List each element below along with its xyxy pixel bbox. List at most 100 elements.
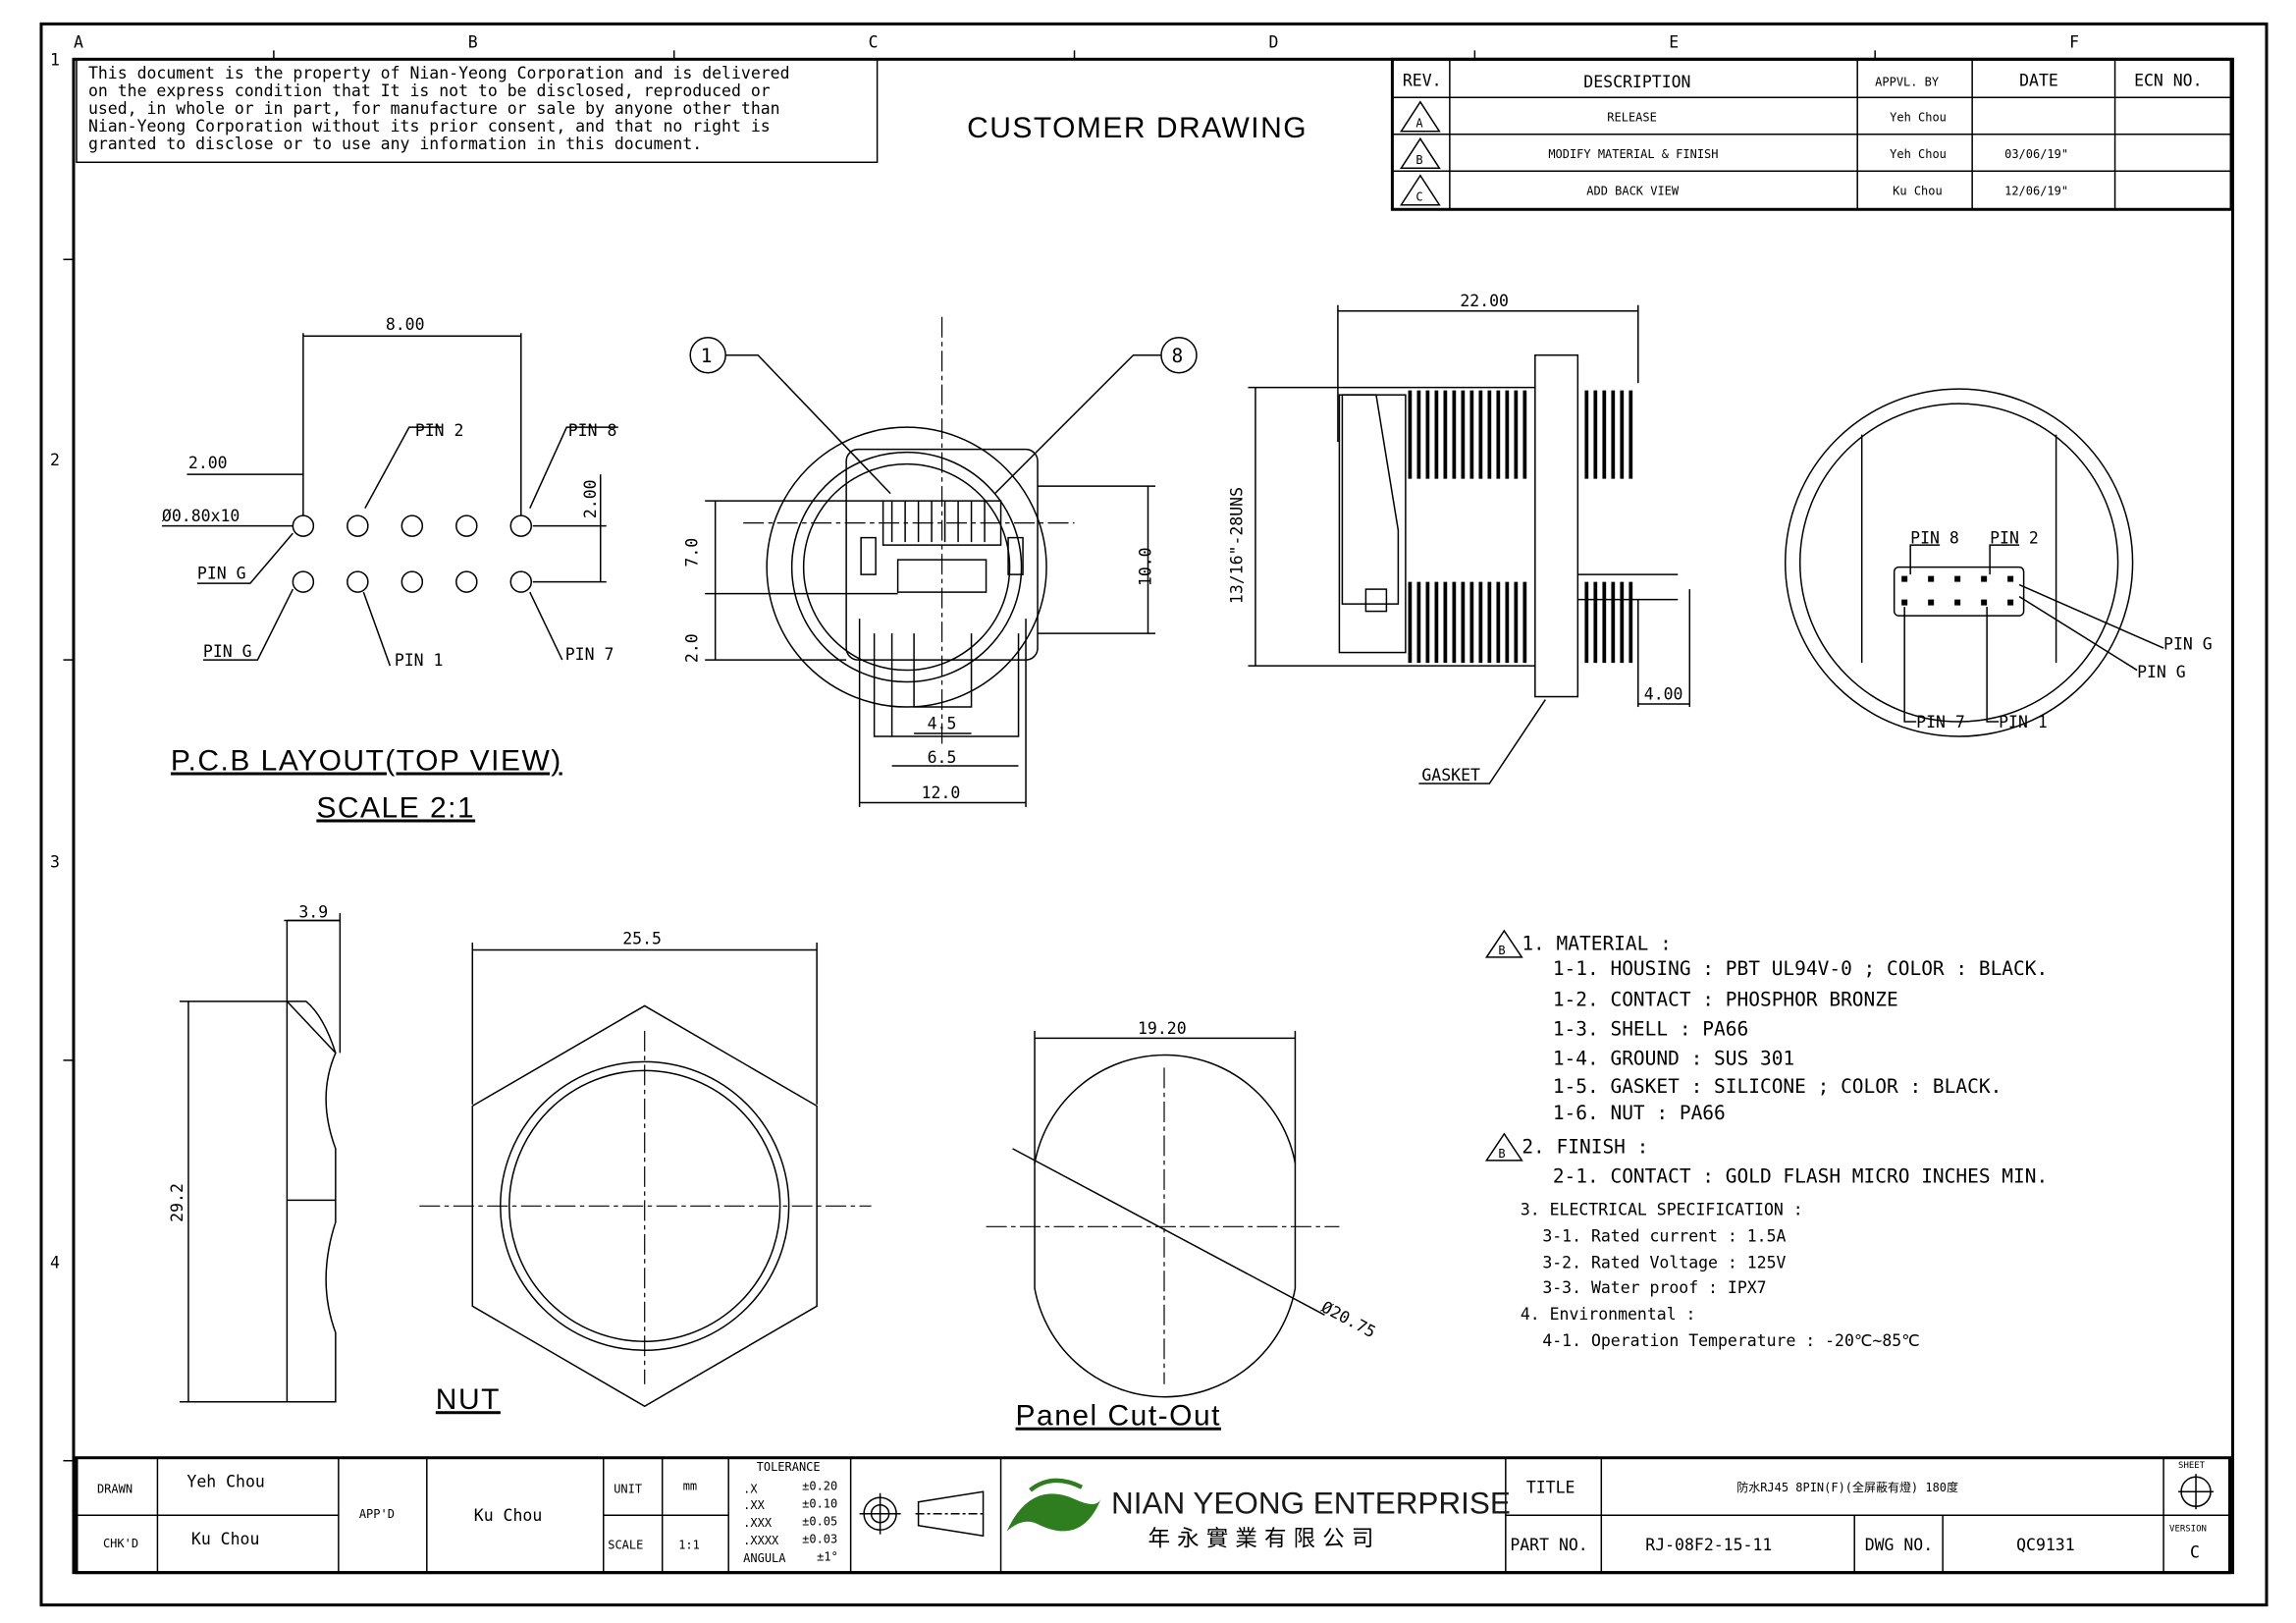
dim-nut-thickness: 3.9 <box>298 902 328 921</box>
rev-marker: B <box>1498 944 1505 957</box>
label-pin8: PIN 8 <box>568 421 617 440</box>
notice-line: Nian-Yeong Corporation without its prior… <box>88 117 771 135</box>
part-no-label: PART NO. <box>1510 1536 1587 1554</box>
back-label-pin8: PIN 8 <box>1910 529 1959 548</box>
dim-pcb-width: 8.00 <box>386 315 425 334</box>
dim-pcb-offset: 2.00 <box>188 454 228 472</box>
dim-pin-length: 4.00 <box>1644 685 1683 704</box>
date-header: DATE <box>2019 71 2058 89</box>
tolerance-key: .XX <box>743 1498 765 1512</box>
pcb-view-title: P.C.B LAYOUT(TOP VIEW) <box>171 745 562 778</box>
rev-date: 03/06/19" <box>2004 147 2068 161</box>
drawing-title: 防水RJ45 8PIN(F)(全屏蔽有燈) 180度 <box>1736 1480 1958 1494</box>
tolerance-key: .XXX <box>743 1516 773 1530</box>
dim-4-5: 4.5 <box>928 715 957 733</box>
dwg-no: QC9131 <box>2016 1536 2075 1554</box>
company-name-chinese: 年 永 實 業 有 限 公 司 <box>1148 1527 1373 1552</box>
part-no: RJ-08F2-15-11 <box>1645 1536 1772 1554</box>
notes: B 1. MATERIAL : 1-1. HOUSING : PBT UL94V… <box>1484 929 2048 1350</box>
zone-col-d: D <box>1268 32 1278 51</box>
rev-approved-by: Ku Chou <box>1893 184 1943 197</box>
title-block: DRAWN Yeh Chou CHK'D Ku Chou APP'D Ku Ch… <box>75 1456 2232 1575</box>
front-view: 1 8 7.0 2.0 10.0 4.5 6.5 12.0 <box>683 316 1198 808</box>
dim-10: 10.0 <box>1136 547 1154 586</box>
notice-line: This document is the property of Nian-Ye… <box>88 64 790 82</box>
material-title: 1. MATERIAL : <box>1522 932 1671 954</box>
sheet-crosshair-icon <box>2178 1474 2215 1510</box>
sheet-label: SHEET <box>2178 1461 2206 1471</box>
back-label-pin2: PIN 2 <box>1990 529 2039 548</box>
pcb-view-scale: SCALE 2:1 <box>316 791 475 824</box>
dim-7: 7.0 <box>683 538 702 568</box>
notice-line: used, in whole or in part, for manufactu… <box>88 99 780 118</box>
revision-row: A RELEASE Yeh Chou <box>1400 100 1947 133</box>
version-label: VERSION <box>2169 1525 2207 1535</box>
material-item: 1-2. CONTACT : PHOSPHOR BRONZE <box>1553 988 1898 1010</box>
dwg-no-label: DWG NO. <box>1865 1536 1933 1554</box>
pcb-hole-spec: Ø0.80x10 <box>162 507 240 525</box>
back-label-pin7: PIN 7 <box>1916 713 1965 731</box>
back-label-pin-g: PIN G <box>2137 663 2186 681</box>
rev-letter: C <box>1415 189 1422 203</box>
side-view: 22.00 13/16"-28UNS 4.00 GASKET <box>1227 292 1691 784</box>
company-name: NIAN YEONG ENTERPRISE <box>1111 1487 1511 1521</box>
scale-label: SCALE <box>608 1539 643 1552</box>
checked-by: Ku Chou <box>191 1530 259 1548</box>
dim-6-5: 6.5 <box>928 748 957 767</box>
description-header: DESCRIPTION <box>1583 73 1690 91</box>
confidentiality-notice: This document is the property of Nian-Ye… <box>76 58 879 164</box>
electrical-item: 3-2. Rated Voltage : 125V <box>1542 1253 1786 1271</box>
rev-letter: B <box>1415 153 1422 167</box>
electrical-item: 3-3. Water proof : IPX7 <box>1542 1278 1766 1297</box>
environmental-title: 4. Environmental : <box>1521 1305 1696 1324</box>
drawing-type-title: CUSTOMER DRAWING <box>967 112 1308 144</box>
rev-description: MODIFY MATERIAL & FINISH <box>1548 147 1718 161</box>
material-item: 1-1. HOUSING : PBT UL94V-0 ; COLOR : BLA… <box>1553 957 2048 980</box>
revision-table: REV. DESCRIPTION APPVL. BY DATE ECN NO. … <box>1390 57 2233 211</box>
dim-panel-diameter: Ø20.75 <box>1318 1298 1378 1342</box>
tolerance-key: ANGULA <box>743 1551 785 1565</box>
tolerance-value: ±1° <box>817 1550 838 1564</box>
rev-description: ADD BACK VIEW <box>1586 184 1680 197</box>
label-pin2: PIN 2 <box>415 421 464 440</box>
balloon-pin-8: 8 <box>1171 345 1183 367</box>
nut-view: 25.5 NUT <box>419 929 872 1416</box>
approved-by: Ku Chou <box>474 1506 542 1525</box>
title-label: TITLE <box>1526 1479 1575 1497</box>
zone-col-c: C <box>869 32 879 51</box>
dim-12: 12.0 <box>922 784 961 802</box>
dim-pcb-pitch: 2.00 <box>581 479 600 518</box>
label-pin7: PIN 7 <box>565 645 614 664</box>
notice-line: granted to disclose or to use any inform… <box>88 135 702 153</box>
label-pin1: PIN 1 <box>395 651 444 670</box>
revision-row: B MODIFY MATERIAL & FINISH Yeh Chou 03/0… <box>1400 136 2068 170</box>
drawn-by: Yeh Chou <box>187 1473 264 1491</box>
rev-letter: A <box>1415 116 1422 130</box>
version-value: C <box>2190 1543 2200 1562</box>
gasket-label: GASKET <box>1421 766 1480 784</box>
tolerance-value: ±0.20 <box>802 1480 837 1493</box>
unit-value: mm <box>683 1480 697 1493</box>
tolerance-value: ±0.05 <box>802 1515 837 1529</box>
dim-nut-width: 25.5 <box>622 929 662 947</box>
nut-label: NUT <box>436 1383 501 1416</box>
approved-label: APP'D <box>359 1507 395 1521</box>
electrical-title: 3. ELECTRICAL SPECIFICATION : <box>1521 1200 1803 1218</box>
dim-nut-height: 29.2 <box>168 1183 187 1222</box>
notice-line: on the express condition that It is not … <box>88 81 771 100</box>
environmental-item: 4-1. Operation Temperature : -20℃~85℃ <box>1542 1331 1919 1350</box>
material-item: 1-3. SHELL : PA66 <box>1553 1017 1748 1040</box>
panel-cutout-label: Panel Cut-Out <box>1016 1400 1221 1433</box>
zone-col-b: B <box>468 32 478 51</box>
back-view: PIN 8 PIN 2 PIN G PIN G PIN 7 PIN 1 <box>1784 388 2213 737</box>
label-pin-g: PIN G <box>203 642 252 661</box>
pcb-layout-view: 8.00 2.00 Ø0.80x10 2.00 PIN 2 PIN 8 PIN … <box>162 315 618 824</box>
tolerance-value: ±0.03 <box>802 1533 837 1546</box>
rev-description: RELEASE <box>1607 110 1657 124</box>
unit-label: UNIT <box>614 1483 642 1496</box>
back-label-pin1: PIN 1 <box>1999 713 2048 731</box>
dim-2: 2.0 <box>683 633 702 663</box>
tolerance-title: TOLERANCE <box>757 1460 821 1474</box>
zone-row-3: 3 <box>50 852 60 871</box>
